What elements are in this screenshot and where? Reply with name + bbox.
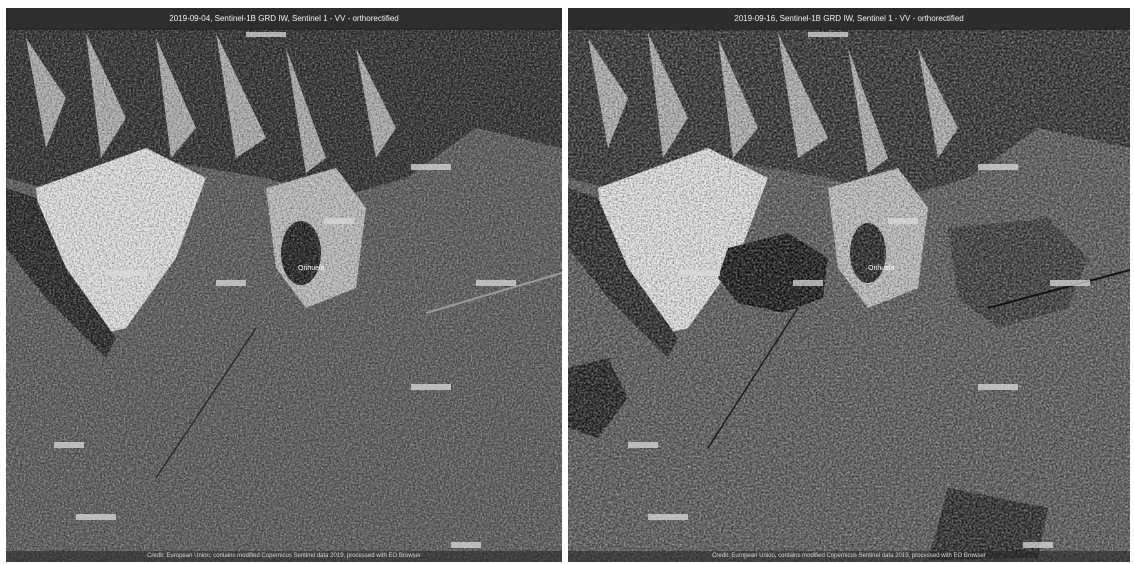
- place-labels: Orihuela: [54, 32, 516, 548]
- sar-image-panel-before[interactable]: Orihuela 2019-09-04, Sentinel-1B GRD IW,…: [6, 8, 562, 562]
- sar-image-before: Orihuela: [6, 8, 562, 562]
- sar-image-panel-after[interactable]: Orihuela 2019-09-16, Sentinel-1B GRD IW,…: [568, 8, 1130, 562]
- town-label-center: Orihuela: [298, 265, 325, 272]
- sar-image-after: Orihuela: [568, 8, 1130, 562]
- image-attribution: Credit: European Union, contains modifie…: [6, 551, 562, 562]
- place-labels: Orihuela: [628, 32, 1090, 548]
- image-title: 2019-09-04, Sentinel-1B GRD IW, Sentinel…: [6, 8, 562, 30]
- image-title: 2019-09-16, Sentinel-1B GRD IW, Sentinel…: [568, 8, 1130, 30]
- town-label-center: Orihuela: [868, 265, 895, 272]
- image-attribution: Credit: European Union, contains modifie…: [568, 551, 1130, 562]
